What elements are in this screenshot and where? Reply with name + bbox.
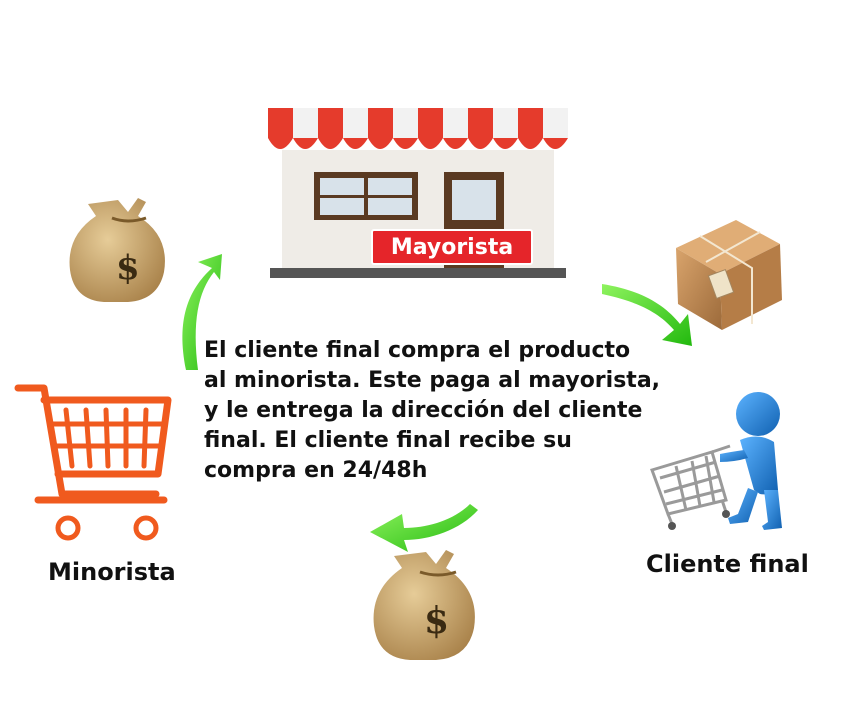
cart-wheel-icon xyxy=(133,515,159,541)
arrow-wholesaler-to-customer xyxy=(602,284,692,346)
description-line: compra en 24/48h xyxy=(204,458,428,483)
shopping-cart-icon xyxy=(14,384,172,504)
store-icon xyxy=(268,108,568,278)
dollar-sign-icon: $ xyxy=(116,248,140,288)
cart-wheel-icon xyxy=(55,515,81,541)
arrow-customer-to-retailer xyxy=(370,504,478,552)
money-bag-icon-bottom xyxy=(373,550,475,660)
money-bag-icon-top xyxy=(69,198,165,302)
store-sign xyxy=(371,229,533,265)
description-line: El cliente final compra el producto xyxy=(204,338,631,363)
customer-with-cart-icon xyxy=(650,392,782,530)
final-customer-label: Cliente final xyxy=(646,550,809,578)
arrow-retailer-to-wholesaler xyxy=(182,254,222,370)
retailer-label: Minorista xyxy=(48,558,176,586)
description-line: al minorista. Este paga al mayorista, xyxy=(204,368,661,393)
description-line: final. El cliente final recibe su xyxy=(204,428,572,453)
process-description: El cliente final compra el producto al m… xyxy=(204,336,684,486)
dollar-sign-icon: $ xyxy=(424,600,450,642)
description-line: y le entrega la dirección del cliente xyxy=(204,398,643,423)
store-sign-label: Mayorista xyxy=(390,234,514,260)
package-icon xyxy=(676,220,782,330)
